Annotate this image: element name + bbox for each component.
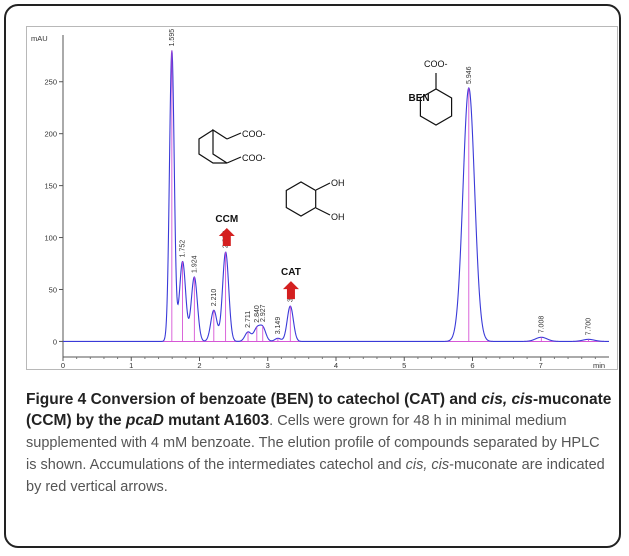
ben-ring: [419, 88, 453, 126]
peak-label: 2.210: [211, 289, 218, 307]
y-tick-label: 100: [44, 234, 57, 243]
y-tick-label: 150: [44, 182, 57, 191]
annotation-ben: BEN: [409, 93, 430, 104]
peak-label: 7.700: [586, 318, 593, 336]
caption-title: Figure 4 Conversion of benzoate (BEN) to…: [26, 391, 612, 429]
y-tick-label: 50: [49, 285, 57, 294]
x-tick-label: 3: [266, 361, 270, 369]
figure-card: mAU05010015020025001234567minRetention t…: [4, 4, 621, 548]
ccm-label-bottom: COO-: [242, 153, 266, 163]
x-unit-label: min: [593, 361, 605, 369]
ben-label-top: COO-: [424, 59, 448, 69]
y-unit-label: mAU: [31, 34, 48, 43]
peak-label: 2.927: [260, 304, 267, 322]
x-tick-label: 4: [334, 361, 338, 369]
x-tick-label: 5: [402, 361, 406, 369]
caption-text: . Cells were grown for 48 h in minimal m…: [26, 413, 605, 495]
x-tick-label: 1: [129, 361, 133, 369]
x-tick-label: 0: [61, 361, 65, 369]
cat-label-bottom: OH: [331, 212, 345, 222]
ccm-label-top: COO-: [242, 129, 266, 139]
y-tick-label: 250: [44, 78, 57, 87]
chromatogram-trace: [63, 50, 610, 342]
annotation-ccm: CCM: [215, 214, 238, 225]
peak-label: 1.752: [180, 240, 187, 258]
x-tick-label: 7: [539, 361, 543, 369]
peak-label: 2.711: [245, 311, 252, 328]
peak-label: 2.840: [254, 305, 261, 323]
chromatogram-chart: mAU05010015020025001234567minRetention t…: [31, 29, 610, 369]
ccm-structure: [198, 128, 228, 164]
y-tick-label: 200: [44, 130, 57, 139]
figure-caption: Figure 4 Conversion of benzoate (BEN) to…: [26, 389, 614, 498]
chromatogram-frame: mAU05010015020025001234567minRetention t…: [26, 26, 618, 370]
arrow-cat: [282, 281, 299, 300]
x-tick-label: 2: [197, 361, 201, 369]
x-tick-label: 6: [470, 361, 474, 369]
peak-label: 3.149: [275, 317, 282, 335]
peak-label: 1.924: [191, 255, 198, 273]
cat-bond-bottom: [315, 207, 331, 216]
cat-bond-top: [315, 182, 331, 191]
peak-label: 5.946: [466, 66, 473, 84]
peak-label: 7.008: [538, 316, 545, 334]
ccm-bond-bottom: [226, 156, 242, 164]
arrow-ccm: [218, 228, 235, 246]
annotation-cat: CAT: [281, 267, 301, 278]
cat-ring: [285, 181, 317, 217]
y-tick-label: 0: [53, 337, 57, 346]
cat-label-top: OH: [331, 178, 345, 188]
ccm-bond-top: [226, 132, 242, 140]
peak-label: 1.595: [169, 29, 176, 47]
